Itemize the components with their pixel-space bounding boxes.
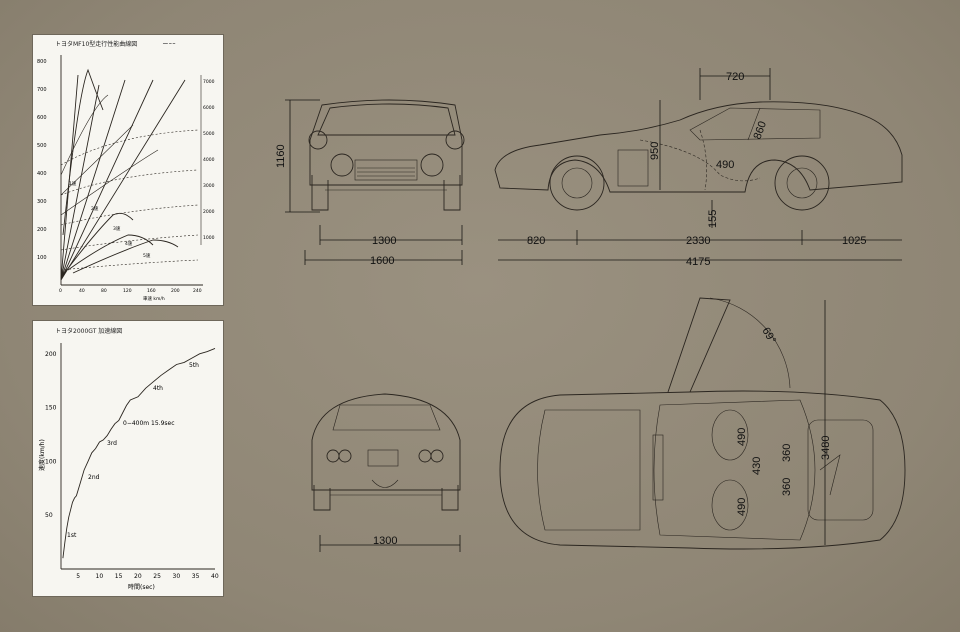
perf-ytick-r: 6000 xyxy=(203,105,215,111)
dim-door-open-height: 3480 xyxy=(820,436,832,460)
accel-xtick: 30 xyxy=(173,573,181,580)
dim-overall-width: 1600 xyxy=(370,255,394,267)
dim-door-angle: 69° xyxy=(759,326,778,346)
accel-chart-title: トヨタ2000GT 加速線図 xyxy=(55,327,122,335)
perf-xtick: 0 xyxy=(59,288,62,294)
dimension-lines xyxy=(285,68,902,552)
accel-x-ticks: 5 10 15 20 25 30 35 40 xyxy=(76,573,219,580)
accel-xtick: 35 xyxy=(192,573,200,580)
accel-xtick: 25 xyxy=(153,573,161,580)
perf-y-ticks-right: 7000 6000 5000 4000 3000 2000 1000 xyxy=(203,79,215,241)
dim-wheelbase: 2330 xyxy=(686,235,710,247)
accel-y-ticks: 50 100 150 200 xyxy=(45,351,57,519)
perf-ytick-r: 3000 xyxy=(203,183,215,189)
perf-xtick: 160 xyxy=(147,288,156,294)
dim-seat-width-5: 490 xyxy=(736,498,748,516)
perf-xtick: 80 xyxy=(101,288,107,294)
acceleration-chart: トヨタ2000GT 加速線図 速度(km/h) 時間(sec) 5 10 15 20 2… xyxy=(32,320,224,597)
perf-xtick: 40 xyxy=(79,288,85,294)
perf-ytick: 700 xyxy=(37,87,47,93)
accel-xtick: 15 xyxy=(115,573,123,580)
annotation-2nd: 2nd xyxy=(88,474,100,481)
gear-label: 2速 xyxy=(91,206,99,212)
dim-seat-width-2: 360 xyxy=(781,444,793,462)
annotation-5th: 5th xyxy=(189,362,199,369)
dim-ground-clearance: 155 xyxy=(707,210,719,228)
perf-ytick: 300 xyxy=(37,199,47,205)
accel-ytick: 50 xyxy=(45,512,53,519)
gear-label: 1速 xyxy=(69,181,77,187)
dim-overall-length: 4175 xyxy=(686,256,710,268)
annotation-3rd: 3rd xyxy=(107,440,117,447)
accel-xlabel: 時間(sec) xyxy=(128,583,155,591)
accel-xtick: 10 xyxy=(96,573,104,580)
gear-label: 4速 xyxy=(125,241,133,247)
accel-ytick: 200 xyxy=(45,351,57,358)
accel-xtick: 20 xyxy=(134,573,142,580)
dim-seat-depth: 490 xyxy=(716,159,734,171)
accel-xtick: 40 xyxy=(211,573,219,580)
front-view xyxy=(308,99,465,211)
dim-seat-diag: 860 xyxy=(752,120,770,141)
perf-ytick-r: 4000 xyxy=(203,157,215,163)
annotation-quarter-mile: 0−400m 15.9sec xyxy=(123,420,175,427)
dimension-labels: 1160 1300 1600 720 860 950 490 155 820 2… xyxy=(275,71,866,547)
perf-ytick: 400 xyxy=(37,171,47,177)
dim-seat-width-1: 490 xyxy=(736,428,748,446)
accel-ylabel: 速度(km/h) xyxy=(38,439,46,471)
dim-front-overhang: 820 xyxy=(527,235,545,247)
rear-view xyxy=(311,393,461,511)
gear-label: 3速 xyxy=(113,226,121,232)
accel-ytick: 150 xyxy=(45,405,57,412)
dim-seat-width-3: 430 xyxy=(751,457,763,475)
gear-label: 5速 xyxy=(143,253,151,259)
perf-ytick-r: 5000 xyxy=(203,131,215,137)
dim-front-track: 1300 xyxy=(372,235,396,247)
top-view xyxy=(499,297,906,550)
perf-ytick-r: 1000 xyxy=(203,235,215,241)
dim-front-height: 1160 xyxy=(275,144,287,168)
perf-y-ticks-left: 800 700 600 500 400 300 200 100 xyxy=(37,59,47,261)
perf-xtick: 120 xyxy=(123,288,132,294)
perf-ytick-r: 7000 xyxy=(203,79,215,85)
perf-x-ticks: 0 40 80 120 160 200 240 xyxy=(59,288,202,294)
perf-ytick: 500 xyxy=(37,143,47,149)
perf-gear-labels: 1速 2速 3速 4速 5速 xyxy=(69,181,151,259)
dim-roof-length: 720 xyxy=(726,71,744,83)
dim-body-height: 950 xyxy=(649,142,661,160)
side-view xyxy=(494,101,903,211)
perf-chart-title: トヨタMF10型走行性能曲線図 xyxy=(55,40,137,48)
perf-xtick: 200 xyxy=(171,288,180,294)
perf-ytick: 600 xyxy=(37,115,47,121)
annotation-4th: 4th xyxy=(153,385,163,392)
perf-xtick: 240 xyxy=(193,288,202,294)
dim-rear-track: 1300 xyxy=(373,535,397,547)
perf-curves xyxy=(60,68,199,281)
accel-ytick: 100 xyxy=(45,458,57,465)
perf-ytick: 200 xyxy=(37,227,47,233)
accel-annotations: 1st 2nd 3rd 4th 5th 0−400m 15.9sec xyxy=(67,362,199,539)
perf-ytick: 100 xyxy=(37,255,47,261)
dim-seat-width-4: 360 xyxy=(781,478,793,496)
performance-curve-chart: トヨタMF10型走行性能曲線図 ━━ ━ ━ 800 700 600 500 4… xyxy=(32,34,224,306)
perf-chart-legend: ━━ ━ ━ xyxy=(162,41,176,46)
perf-ytick: 800 xyxy=(37,59,47,65)
dim-rear-overhang: 1025 xyxy=(842,235,866,247)
annotation-1st: 1st xyxy=(67,532,77,539)
perf-ytick-r: 2000 xyxy=(203,209,215,215)
accel-xtick: 5 xyxy=(76,573,80,580)
perf-xlabel: 車速 km/h xyxy=(143,295,165,302)
accel-series-line xyxy=(62,347,216,559)
